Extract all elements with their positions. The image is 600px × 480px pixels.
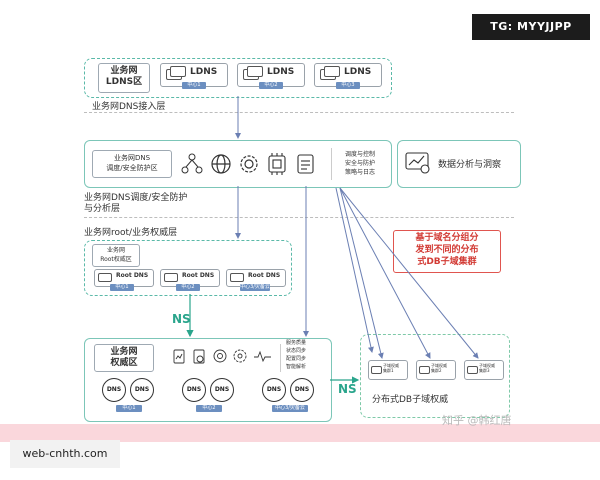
dns-globe-icon: DNS	[182, 378, 206, 402]
analysis-label: 数据分析与洞察	[438, 160, 502, 170]
network-tree-icon	[181, 153, 203, 174]
arrow-to-subdomain-2	[339, 187, 431, 359]
db-sync-icon	[213, 349, 227, 363]
bottom-decor-band	[0, 424, 600, 442]
dns-group-2: DNS DNS 中心2	[180, 378, 238, 412]
feature-service-quality: 服务质量	[286, 340, 307, 346]
dns-group-3: DNS DNS 中心3/灾备云	[260, 378, 322, 412]
subdomain-chip-2: 子域权威 集群2	[416, 360, 456, 380]
dns-access-layer-label: 业务网DNS接入层	[92, 102, 166, 112]
ns-label-root: NS	[172, 312, 191, 326]
dns-globe-icon: DNS	[102, 378, 126, 402]
group-dispatch-callout: 基于域名分组分 发到不同的分布 式DB子域集群	[393, 230, 501, 273]
doc-gear-icon	[193, 349, 205, 364]
feature-schedule-control: 调度与控制	[345, 151, 376, 158]
tier4-icon-row	[173, 349, 271, 364]
subdomain-label: 分布式DB子域权威	[372, 395, 449, 405]
root-authority-layer-label: 业务网root/业务权威层	[84, 228, 178, 238]
subdomain-chip-1: 子域权威 集群1	[368, 360, 408, 380]
arrow-to-subdomain-3	[339, 187, 479, 359]
dns-globe-icon: DNS	[130, 378, 154, 402]
pulse-icon	[254, 350, 271, 363]
separator-1	[84, 112, 514, 113]
feature-security-protection: 安全与防护	[345, 160, 376, 167]
dns-group-1: DNS DNS 中心1	[100, 378, 158, 412]
dns-globe-icon: DNS	[262, 378, 286, 402]
chart-doc-icon	[173, 349, 185, 364]
tier2-icon-row	[181, 153, 314, 175]
chip-icon	[268, 153, 286, 175]
analytics-icon	[405, 152, 430, 174]
log-document-icon	[297, 154, 314, 174]
analysis-box	[397, 140, 521, 188]
zhihu-watermark: 知乎 @韩红唐	[442, 414, 512, 427]
dns-globe-icon: DNS	[290, 378, 314, 402]
feature-state-sync: 状态同步	[286, 348, 307, 354]
arrow-to-subdomain-4	[335, 187, 374, 353]
ldns-region-label: 业务网 LDNS区	[98, 63, 150, 93]
subdomain-chip-3: 子域权威 集群3	[464, 360, 504, 380]
separator-2	[84, 217, 514, 218]
feature-smart-resolve: 智能解析	[286, 364, 307, 370]
bottom-watermark: web-cnhth.com	[10, 440, 120, 468]
security-region-label: 业务网DNS 调度/安全防护区	[92, 150, 172, 178]
root-region-label: 业务网 Root权威区	[92, 244, 140, 267]
tier2-features-divider	[331, 148, 332, 180]
dns-globe-icon: DNS	[210, 378, 234, 402]
security-layer-label: 业务网DNS调度/安全防护 与分析层	[84, 193, 188, 214]
settings-icon	[233, 349, 247, 363]
tier4-features-divider	[280, 344, 281, 372]
globe-icon	[211, 154, 231, 174]
authority-region-label: 业务网 权威区	[94, 344, 154, 372]
gear-code-icon	[240, 155, 258, 173]
feature-config-sync: 配置同步	[286, 356, 307, 362]
arrow-to-subdomain-1	[339, 187, 384, 359]
feature-policy-log: 策略与日志	[345, 169, 376, 176]
top-watermark: TG: MYYJJPP	[472, 14, 590, 40]
ns-label-subdomain: NS	[338, 382, 357, 396]
